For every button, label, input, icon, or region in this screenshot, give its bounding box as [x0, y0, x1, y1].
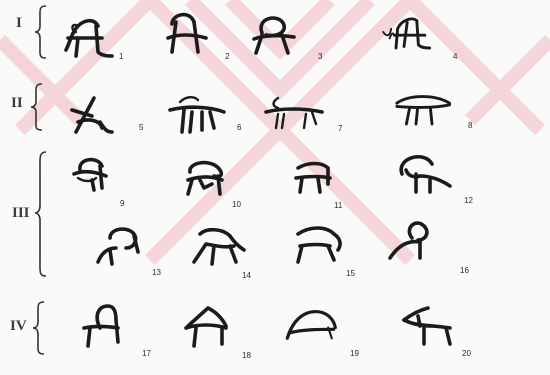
animal-sign-8-icon: [392, 84, 456, 132]
group-label-i: I: [16, 15, 22, 32]
brace-group-iii: [34, 150, 50, 278]
figure-number-13: 13: [152, 268, 161, 277]
animal-sign-5-icon: [66, 92, 130, 140]
animal-sign-4-icon: [380, 8, 444, 56]
animal-sign-10-icon: [178, 154, 242, 202]
animal-sign-6-icon: [166, 88, 230, 136]
brace-group-i: [34, 4, 50, 60]
figure-number-14: 14: [242, 271, 251, 280]
animal-sign-13-icon: [88, 222, 152, 270]
figure-number-7: 7: [338, 124, 342, 133]
animal-sign-2-icon: [158, 8, 222, 56]
group-label-ii: II: [11, 95, 23, 112]
animal-sign-12-icon: [394, 150, 458, 198]
figure-number-8: 8: [468, 121, 472, 130]
figure-number-5: 5: [139, 123, 143, 132]
figure-number-20: 20: [462, 349, 471, 358]
figure-number-15: 15: [346, 269, 355, 278]
figure-number-19: 19: [350, 349, 359, 358]
figure-number-1: 1: [119, 52, 123, 61]
figure-number-9: 9: [120, 199, 124, 208]
figure-number-3: 3: [318, 52, 322, 61]
animal-sign-9-icon: [66, 152, 130, 200]
figure-number-4: 4: [453, 52, 457, 61]
group-label-iv: IV: [10, 318, 27, 335]
animal-sign-18-icon: [178, 300, 242, 348]
group-label-iii: III: [12, 205, 30, 222]
animal-sign-11-icon: [288, 154, 352, 202]
figure-number-16: 16: [460, 266, 469, 275]
animal-sign-17-icon: [76, 302, 140, 350]
animal-sign-20-icon: [398, 300, 462, 348]
brace-group-iv: [32, 300, 48, 356]
animal-sign-16-icon: [386, 218, 450, 266]
figure-number-18: 18: [242, 351, 251, 360]
animal-sign-19-icon: [282, 300, 346, 348]
animal-sign-7-icon: [262, 88, 326, 136]
figure-number-17: 17: [142, 349, 151, 358]
figure-number-12: 12: [464, 196, 473, 205]
figure-number-11: 11: [334, 201, 342, 210]
animal-sign-3-icon: [246, 9, 310, 57]
animal-sign-14-icon: [186, 222, 250, 270]
figure-number-6: 6: [237, 123, 241, 132]
animal-sign-15-icon: [290, 220, 354, 268]
figure-number-10: 10: [232, 200, 241, 209]
figure-number-2: 2: [225, 52, 229, 61]
brace-group-ii: [30, 82, 46, 132]
animal-sign-1-icon: [58, 12, 122, 60]
